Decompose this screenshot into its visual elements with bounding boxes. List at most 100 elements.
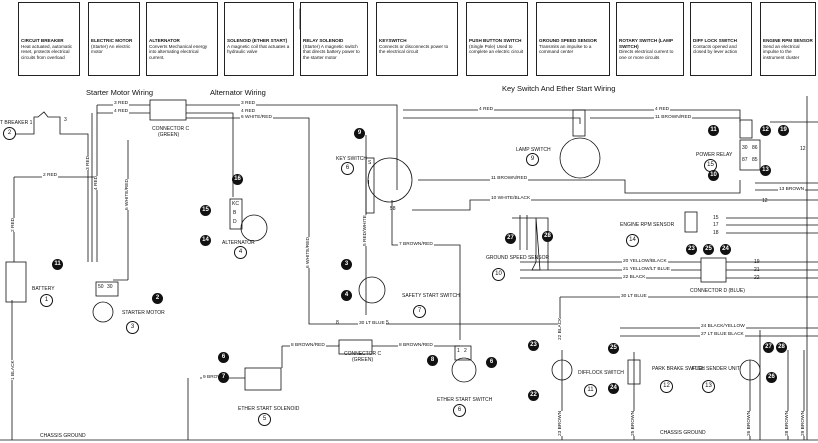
difflock-number: 11	[584, 384, 597, 397]
wire-label: 4 RED	[478, 107, 495, 112]
rpm-sensor-body	[684, 211, 698, 233]
rpm-sensor-number: 14	[626, 234, 639, 247]
callout-badge: 23	[686, 244, 697, 255]
safety-start-name: SAFETY START SWITCH	[402, 293, 460, 299]
title-starter-wiring: Starter Motor Wiring	[86, 88, 154, 97]
title-alternator-wiring: Alternator Wiring	[210, 88, 266, 97]
wire-2-red	[13, 176, 97, 262]
wire-breaker	[9, 111, 89, 262]
wire-starter-red	[91, 104, 150, 262]
starter-circle	[92, 301, 114, 323]
wire-number: 12	[762, 198, 768, 204]
breaker-name: T BREAKER 1	[0, 120, 33, 126]
lamp-switch-dial	[559, 137, 601, 179]
wire-connector-d-out	[726, 217, 818, 279]
legend-title: Circuit Breaker	[21, 38, 64, 43]
wire-label-vertical: 26 BROWN	[747, 410, 752, 436]
legend-desc: A magnetic coil that actuates a hydrauli…	[227, 43, 290, 55]
ether-connector	[454, 345, 472, 361]
wire-number: 19	[754, 259, 760, 265]
callout-badge: 7	[218, 372, 229, 383]
lamp-switch-name: LAMP SWITCH	[516, 147, 551, 153]
pin-label: 58	[390, 206, 396, 212]
wire-label: 20 YELLOW/BLACK	[622, 259, 668, 264]
callout-badge: 6	[218, 352, 229, 363]
wire-label: 21 YELLOW/LT BLUE	[622, 267, 671, 272]
legend-title: Relay Solenoid	[303, 38, 344, 43]
wire-number: 8	[336, 320, 339, 326]
callout-badge: 23	[528, 340, 539, 351]
wire-label: 2 RED	[42, 173, 59, 178]
fuel-sender-number: 13	[702, 380, 715, 393]
pin-label: S	[368, 160, 372, 166]
wire-label: 8 BROWN/RED	[290, 343, 326, 348]
pin-label: 2	[464, 348, 467, 354]
connector-c-name: CONNECTOR C	[152, 126, 190, 132]
alternator-connector	[229, 198, 243, 230]
legend-title: Electric Motor	[91, 38, 133, 43]
wire-number: 3	[64, 117, 67, 123]
callout-badge: 15	[200, 205, 211, 216]
connector-c-color: (GREEN)	[158, 132, 180, 138]
ground-speed-number: 10	[492, 268, 505, 281]
legend-title: Alternator	[149, 38, 180, 43]
callout-badge: 26	[766, 372, 777, 383]
wire-label-vertical: 5 RED/WHITE	[363, 215, 368, 246]
ether-switch-number: 6	[453, 404, 466, 417]
wire-number: 12	[800, 146, 806, 152]
breaker-number: 2	[3, 127, 16, 140]
callout-badge: 10	[708, 170, 719, 181]
legend-rpm-sensor: Engine RPM SensorSend an electrical impu…	[760, 2, 816, 76]
chassis-ground-name: CHASSIS GROUND	[40, 433, 86, 439]
callout-badge: 22	[528, 390, 539, 401]
ether-solenoid-body	[244, 367, 282, 391]
wire-number: 21	[754, 267, 760, 273]
wire-10	[412, 199, 818, 211]
wire-label: 3 RED	[113, 101, 130, 106]
wire-20-21-22	[520, 261, 701, 279]
wire-ground-speed	[512, 215, 549, 270]
callout-badge: 4	[341, 290, 352, 301]
pin-label: 30	[107, 284, 113, 290]
pin-label: B	[233, 210, 237, 216]
ground-speed-name: GROUND SPEED SENSOR	[486, 255, 550, 261]
power-relay-box	[739, 139, 761, 171]
legend-diff-lock: Diff Lock SwitchContacts opened and clos…	[690, 2, 752, 76]
wire-label: 27 LT BLUE BLACK	[700, 332, 745, 337]
wire-label: 9 BROWN	[202, 375, 227, 380]
park-brake-name: PARK BRAKE SWITCH	[652, 366, 705, 372]
difflock-switch	[551, 359, 573, 381]
park-brake-switch	[627, 359, 641, 385]
wire-6-white	[186, 117, 339, 325]
legend-desc: Transmits an impulse to a command center	[539, 43, 592, 55]
battery-body	[5, 261, 27, 303]
legend-circuit-breaker: Circuit BreakerHeat actuated, automatic …	[18, 2, 80, 76]
callout-badge: 11	[52, 259, 63, 270]
legend-electric-motor: Electric Motor(Starter) An electric moto…	[88, 2, 140, 76]
connector-d-box	[700, 257, 727, 283]
callout-badge: 27	[505, 233, 516, 244]
callout-badge: 16	[232, 174, 243, 185]
legend-title: Keyswitch	[379, 38, 407, 43]
wire-9	[200, 346, 283, 379]
legend-desc: (Starter) A magnetic switch that directs…	[303, 43, 360, 60]
legend-desc: (Single Pole) Used to complete an electr…	[469, 43, 524, 55]
legend-rotary-switch: Rotary Switch (Lamp Switch)Directs elect…	[616, 2, 684, 76]
legend-desc: Heat actuated, automatic reset, protects…	[21, 43, 73, 60]
wire-label: 11 BROWN/RED	[490, 176, 529, 181]
connector-c2-color: (GREEN)	[352, 357, 374, 363]
wire-label-vertical: 22 BLACK	[558, 317, 563, 340]
wire-label: 11 BROWN/RED	[654, 115, 693, 120]
lamp-switch-number: 9	[526, 153, 539, 166]
ether-switch	[451, 357, 477, 383]
legend-ground-speed-sensor: Ground Speed SensorTransmits an impulse …	[536, 2, 610, 76]
wire-label: 4 RED	[240, 109, 257, 114]
wire-label: 22 BLACK	[622, 275, 647, 280]
callout-badge: 28	[542, 231, 553, 242]
wire-4-red	[113, 140, 129, 281]
legend-title: Solenoid (Ether Start)	[227, 38, 288, 43]
legend-title: Ground Speed Sensor	[539, 38, 597, 43]
ether-switch-name: ETHER START SWITCH	[437, 397, 493, 403]
pin-label: I	[368, 180, 370, 186]
callout-badge: 13	[760, 165, 771, 176]
